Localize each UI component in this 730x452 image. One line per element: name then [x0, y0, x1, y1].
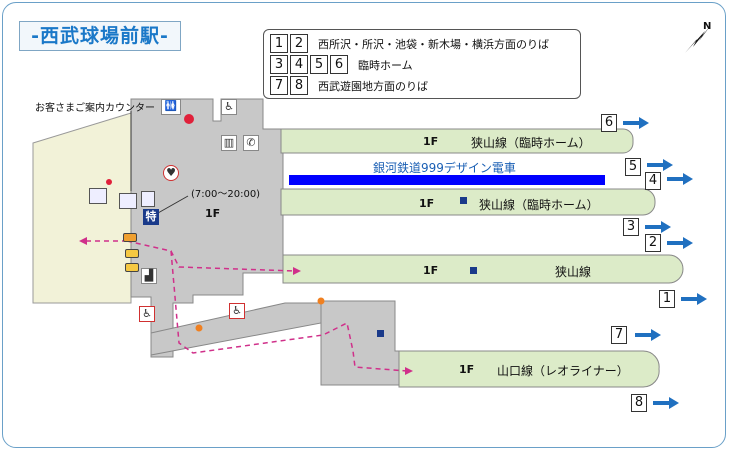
- track-arrows: [623, 117, 707, 409]
- red-dot-marker: [184, 114, 194, 124]
- platform-2-floor: 1F: [419, 197, 435, 210]
- wheelchair-ramp-icon: ♿: [139, 306, 155, 322]
- route-arrow-right-1: [293, 267, 301, 275]
- wheelchair-icon: ♿: [221, 99, 237, 115]
- special-train-bar: [289, 175, 605, 185]
- track-number: 8: [631, 394, 647, 412]
- track-number: 4: [645, 172, 661, 190]
- stairs-icon: ▟: [141, 268, 157, 284]
- concourse-area: [130, 98, 284, 358]
- track-number: 7: [611, 326, 627, 344]
- ticket-gate-icon: [125, 249, 139, 258]
- legend-row-2: 3 4 5 6 臨時ホーム: [270, 55, 413, 74]
- elevator-marker-3: [377, 330, 384, 337]
- track-number: 2: [645, 234, 661, 252]
- legend-number: 6: [330, 55, 348, 74]
- ticket-gate-icon: [125, 263, 139, 272]
- track-number: 1: [659, 290, 675, 308]
- orange-dot-2: [317, 297, 325, 305]
- legend-number: 4: [290, 55, 308, 74]
- legend-row-3: 7 8 西武遊園地方面のりば: [270, 76, 428, 95]
- north-label: N: [703, 21, 711, 32]
- platform-4-shape: [398, 350, 660, 388]
- concourse-floor-label: 1F: [205, 207, 221, 220]
- hours-pointer-line: [157, 195, 189, 214]
- legend-number: 2: [290, 34, 308, 53]
- waiting-room-icon: 特: [143, 209, 159, 225]
- legend-number: 3: [270, 55, 288, 74]
- map-frame: -西武球場前駅- 1 2 西所沢・所沢・池袋・新木場・横浜方面のりば 3 4 5…: [2, 2, 726, 448]
- red-dot-small: [106, 179, 112, 185]
- elevator-marker-2: [470, 267, 477, 274]
- info-booth-icon: [141, 191, 155, 207]
- platform-4-name: 山口線（レオライナー）: [497, 364, 629, 378]
- platform-3-floor: 1F: [423, 264, 439, 277]
- track-number: 6: [601, 114, 617, 132]
- legend-number: 8: [290, 76, 308, 95]
- legend-text: 西所沢・所沢・池袋・新木場・横浜方面のりば: [318, 37, 549, 51]
- legend-text: 臨時ホーム: [358, 58, 413, 72]
- platform-1-floor: 1F: [423, 135, 439, 148]
- station-map-svg: [32, 98, 707, 409]
- platform-2-name: 狭山線（臨時ホーム）: [479, 198, 599, 212]
- platform-3-shape: [282, 254, 684, 284]
- ticket-gate-icon: [123, 233, 137, 242]
- route-arrow-right-2: [405, 367, 413, 375]
- info-counter-label: お客さまご案内カウンター: [35, 103, 155, 114]
- aed-icon: ♥: [163, 165, 179, 181]
- toilet-icon: 🚻: [161, 99, 181, 115]
- platform-1-name: 狭山線（臨時ホーム）: [471, 136, 591, 150]
- route-arrow-left: [79, 237, 87, 245]
- phone-icon: ✆: [243, 135, 259, 151]
- platform-1-shape: [280, 128, 634, 154]
- info-counter-hours: (7:00～20:00): [191, 189, 261, 200]
- platform-4-floor: 1F: [459, 363, 475, 376]
- orange-dot-1: [195, 324, 203, 332]
- ticket-machine-icon: [89, 188, 107, 204]
- special-train-label: 銀河鉄道999デザイン電車: [373, 161, 516, 175]
- platform-legend: 1 2 西所沢・所沢・池袋・新木場・横浜方面のりば 3 4 5 6 臨時ホーム …: [263, 29, 581, 99]
- legend-number: 1: [270, 34, 288, 53]
- legend-row-1: 1 2 西所沢・所沢・池袋・新木場・横浜方面のりば: [270, 34, 549, 53]
- legend-text: 西武遊園地方面のりば: [318, 79, 428, 93]
- north-arrow-icon: N: [685, 21, 711, 53]
- legend-number: 5: [310, 55, 328, 74]
- walking-routes: [87, 240, 408, 372]
- track-number: 3: [623, 218, 639, 236]
- track-number: 5: [625, 158, 641, 176]
- wheelchair-slope-icon: ♿: [229, 303, 245, 319]
- legend-number: 7: [270, 76, 288, 95]
- elevator-marker-1: [460, 197, 467, 204]
- fare-adjustment-icon: [119, 193, 137, 209]
- platform-3-name: 狭山線: [555, 265, 592, 279]
- station-title: -西武球場前駅-: [19, 21, 181, 51]
- corridor-lower: [320, 300, 402, 386]
- outside-area: [32, 112, 132, 304]
- elevator-icon: ▥: [221, 135, 237, 151]
